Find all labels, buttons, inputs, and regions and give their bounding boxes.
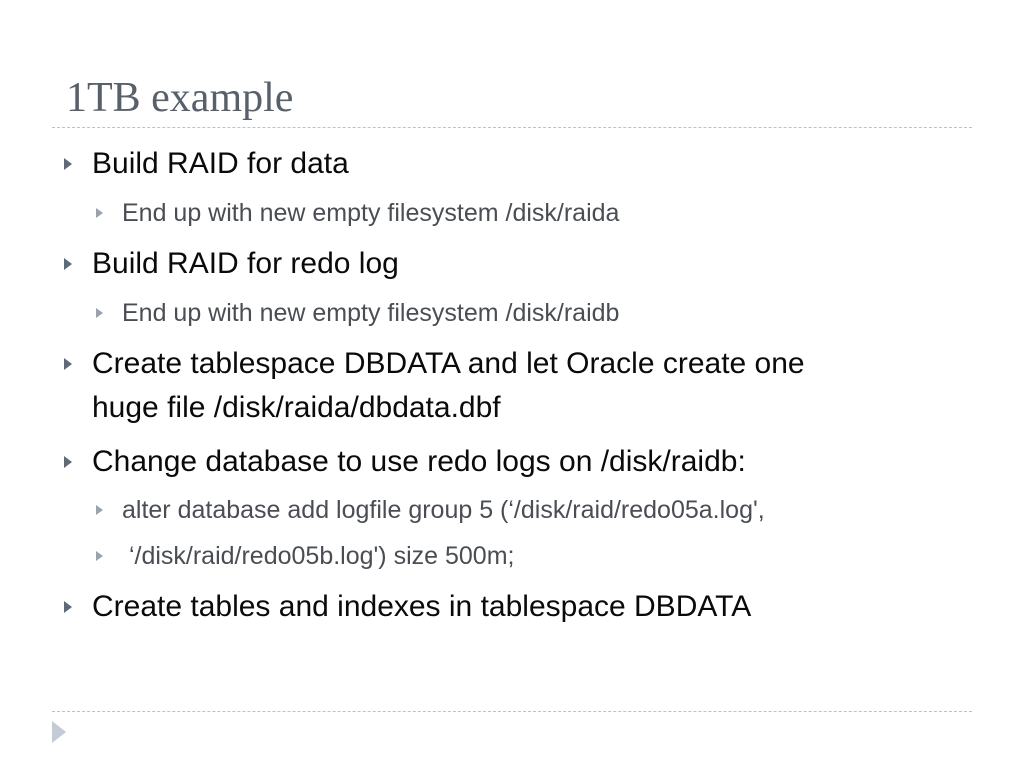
bullet-item: Create tables and indexes in tablespace …	[92, 590, 752, 623]
bullet-arrow-icon	[64, 158, 72, 170]
sub-bullet-arrow-icon	[96, 551, 103, 561]
sub-bullet-item: alter database add logfile group 5 (‘/di…	[122, 496, 765, 524]
bullet-arrow-icon	[64, 601, 72, 613]
sub-bullet-item: End up with new empty filesystem /disk/r…	[122, 199, 620, 227]
bullet-arrow-icon	[64, 456, 72, 468]
sub-bullet-arrow-icon	[96, 505, 103, 515]
bullet-arrow-icon	[64, 358, 72, 370]
sub-bullet-item: End up with new empty filesystem /disk/r…	[122, 299, 620, 327]
bullet-item: Build RAID for redo log	[92, 247, 399, 280]
bullet-item: Build RAID for data	[92, 147, 349, 180]
bullet-arrow-icon	[64, 258, 72, 270]
sub-bullet-arrow-icon	[96, 308, 103, 318]
sub-bullet-item: ‘/disk/raid/redo05b.log') size 500m;	[122, 542, 515, 570]
bullet-item: Create tablespace DBDATA and let Oracle …	[92, 347, 805, 380]
footer-divider	[52, 711, 972, 712]
slide-title: 1TB example	[66, 75, 294, 121]
next-slide-arrow-icon	[52, 721, 66, 743]
sub-bullet-arrow-icon	[96, 208, 103, 218]
title-divider	[52, 127, 972, 128]
bullet-item-continuation: huge file /disk/raida/dbdata.dbf	[92, 391, 501, 424]
bullet-item: Change database to use redo logs on /dis…	[92, 445, 746, 478]
